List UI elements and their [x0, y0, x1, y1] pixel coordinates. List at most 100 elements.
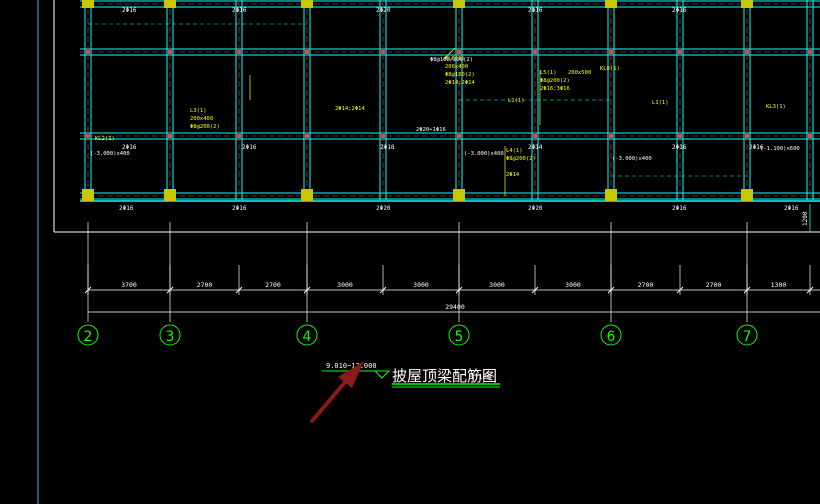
beam-rebar-label-middle: 2Φ14 [528, 144, 543, 151]
column-bottom [164, 189, 176, 201]
yellow-annotation: 2Φ14 [506, 172, 520, 178]
dimension-span-value: 2700 [265, 281, 281, 289]
white-annotation: Φ8@100/200(2) [430, 57, 473, 63]
beam-rebar-label-top: 2Φ16 [232, 7, 247, 14]
white-annotation: 2Φ20+1Φ16 [416, 127, 446, 133]
yellow-annotation: L1(1) [652, 100, 669, 106]
white-annotation: (-1.100)x600 [760, 146, 800, 152]
yellow-annotation: 2Φ14;2Φ14 [445, 80, 475, 86]
yellow-annotation: L4(1) [506, 148, 523, 154]
axis-bubble-circle [600, 324, 622, 346]
column-top [453, 0, 465, 8]
joint-marker [168, 50, 172, 54]
column-top [301, 0, 313, 8]
annotation-group: 2Φ16 2Φ16 2Φ20 2Φ20 2Φ16 2Φ16 2Φ16 2Φ16 2Φ18 2Φ14… [90, 7, 800, 212]
yellow-annotation: KL8(1) [600, 66, 620, 72]
yellow-annotation: L5(1) [540, 70, 557, 76]
beam-rebar-label-bottom: 2Φ20 [376, 205, 391, 212]
column-bottom [301, 189, 313, 201]
joint-marker [678, 50, 682, 54]
dimension-span-value: 1300 [771, 281, 787, 289]
beam-rebar-label-top: 2Φ16 [672, 7, 687, 14]
axis-bubble-circle [736, 324, 758, 346]
beam-rebar-label-top: 2Φ20 [376, 7, 391, 14]
joint-marker [86, 134, 90, 138]
yellow-annotation: Φ8@200(2) [506, 156, 536, 162]
column-bottom [453, 189, 465, 201]
column-top [82, 0, 94, 8]
yellow-annotation: KL6(1) [445, 56, 465, 62]
axis-bubble-circle [159, 324, 181, 346]
column-top [741, 0, 753, 8]
yellow-leader-line [442, 47, 456, 61]
joint-marker [305, 50, 309, 54]
yellow-annotation: Φ8@200(2) [540, 78, 570, 84]
white-annotation: (-3.000)x400 [612, 156, 652, 162]
joint-marker [457, 134, 461, 138]
axis-bubble-label-3: 3 [166, 329, 175, 345]
dimension-total-value: 29400 [445, 303, 465, 311]
dimension-slash [531, 286, 539, 294]
white-annotation: (-3.000)x400 [90, 151, 130, 157]
column-bottom [605, 189, 617, 201]
joint-marker [609, 134, 613, 138]
beam-grid [80, 0, 820, 202]
dimension-span-value: 3000 [413, 281, 429, 289]
dimension-span-value: 2700 [197, 281, 213, 289]
joint-marker [808, 50, 812, 54]
dimension-span-value: 2700 [706, 281, 722, 289]
beam-rebar-label-bottom: 2Φ16 [232, 205, 247, 212]
drawing-title-block: 9.010~12.000 披屋顶梁配筋图 1:100 [322, 362, 500, 388]
axis-bubble-circle [77, 324, 99, 346]
joint-marker [533, 50, 537, 54]
yellow-annotation: Φ8@200(2) [190, 124, 220, 130]
joint-marker [381, 134, 385, 138]
yellow-annotation: L3(1) [190, 108, 207, 114]
dimension-slash [379, 286, 387, 294]
beam-rebar-label-middle: 2Φ16 [242, 144, 257, 151]
yellow-annotation: 200x500 [568, 70, 591, 76]
yellow-annotation: KL2(1) [95, 136, 115, 142]
joint-marker [305, 134, 309, 138]
column-top [605, 0, 617, 8]
joint-marker [381, 50, 385, 54]
joint-marker [533, 134, 537, 138]
white-annotation: (-3.000)x400 [464, 151, 504, 157]
beam-rebar-label-middle: 2Φ16 [122, 144, 137, 151]
beam-rebar-label-middle: 2Φ16 [749, 144, 764, 151]
dimension-slash [743, 286, 751, 294]
beam-rebar-label-bottom: 2Φ20 [528, 205, 543, 212]
dimension-span-value: 2700 [638, 281, 654, 289]
yellow-annotation: L1(1) [508, 98, 525, 104]
joint-marker [745, 50, 749, 54]
dimension-slash [607, 286, 615, 294]
axis-bubble-label-2: 2 [84, 329, 93, 345]
axis-bubble-label-7: 7 [743, 329, 752, 345]
right-dimension-value: 1200 [802, 211, 809, 226]
yellow-annotation: 200x400 [190, 116, 213, 122]
yellow-annotation: 2Φ16;3Φ16 [540, 86, 570, 92]
joint-marker [457, 50, 461, 54]
axis-bubble-circle [296, 324, 318, 346]
dimension-span-value: 3000 [337, 281, 353, 289]
beam-rebar-label-middle: 2Φ18 [380, 144, 395, 151]
pointer-arrow-icon [310, 361, 364, 423]
elevation-triangle-icon [373, 370, 391, 379]
column-top [164, 0, 176, 8]
joint-marker [678, 134, 682, 138]
column-bottom [741, 189, 753, 201]
yellow-annotation: Φ8@100(2) [445, 72, 475, 78]
dimension-slash [235, 286, 243, 294]
yellow-annotation: 2Φ14;2Φ14 [335, 106, 365, 112]
axis-bubble-circle [448, 324, 470, 346]
dimension-slash [676, 286, 684, 294]
yellow-annotation: KL3(1) [766, 104, 786, 110]
beam-rebar-label-bottom: 2Φ16 [672, 205, 687, 212]
beam-rebar-label-top: 2Φ16 [528, 7, 543, 14]
beam-rebar-label-bottom: 2Φ16 [784, 205, 799, 212]
joint-marker [237, 134, 241, 138]
